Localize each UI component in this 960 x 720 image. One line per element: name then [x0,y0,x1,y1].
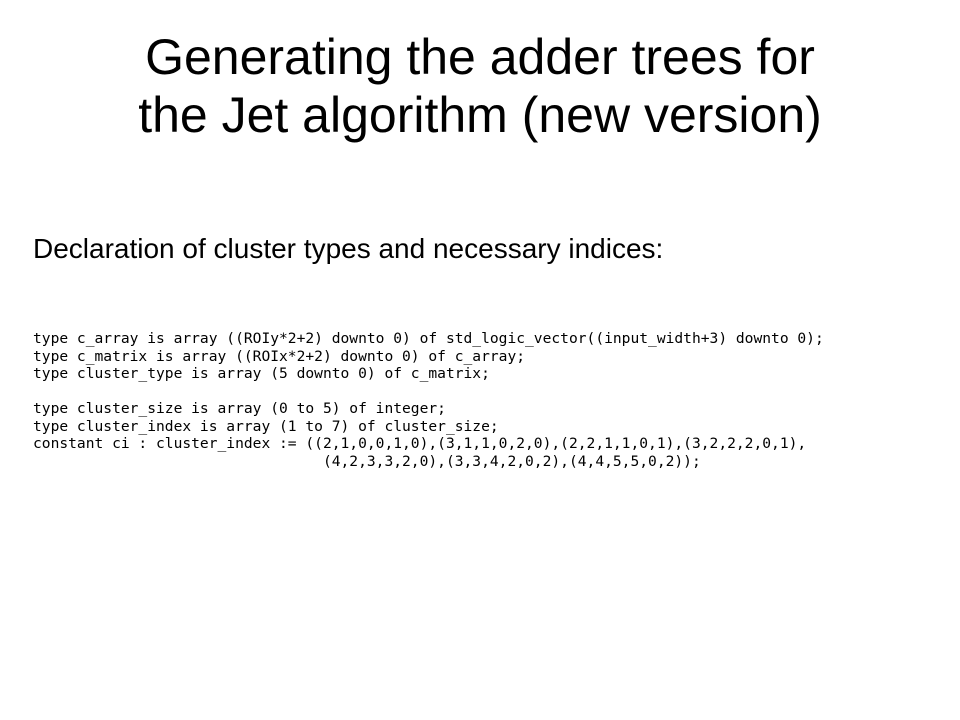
slide-title-line-2: the Jet algorithm (new version) [138,87,822,143]
slide-title: Generating the adder trees for the Jet a… [0,28,960,144]
code-line: type cluster_size is array (0 to 5) of i… [33,400,446,417]
slide-subheading: Declaration of cluster types and necessa… [33,233,664,264]
code-line: type cluster_index is array (1 to 7) of … [33,417,499,435]
code-line: constant ci : cluster_index := ((2,1,0,0… [33,435,807,452]
slide-title-line-1: Generating the adder trees for [145,29,815,85]
code-line: type cluster_type is array (5 downto 0) … [33,365,490,382]
code-line-blank [33,383,824,401]
code-line: (4,2,3,3,2,0),(3,3,4,2,0,2),(4,4,5,5,0,2… [33,452,701,470]
code-line: type c_array is array ((ROIy*2+2) downto… [33,330,824,347]
code-block: type c_array is array ((ROIy*2+2) downto… [33,330,824,470]
code-line: type c_matrix is array ((ROIx*2+2) downt… [33,347,526,365]
